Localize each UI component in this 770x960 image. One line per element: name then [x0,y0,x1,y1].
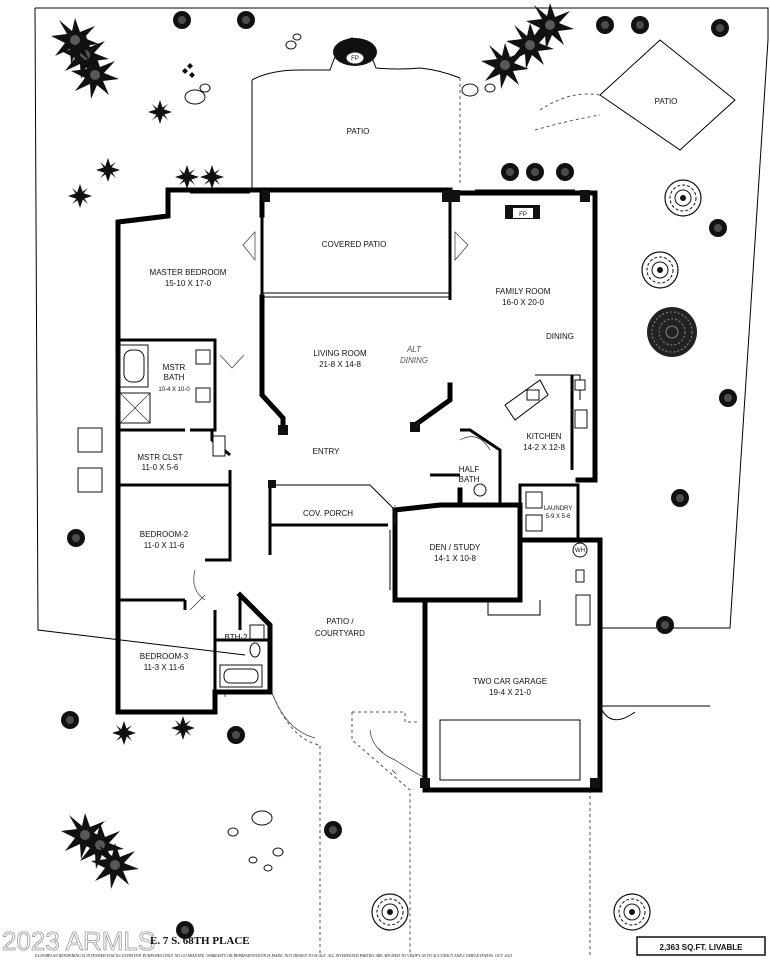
garage-dims: 19-4 X 21-0 [489,688,531,697]
indoor-fireplace-label: FP [519,212,527,218]
bedroom3-dims: 11-3 X 11-6 [144,663,185,672]
outdoor-fireplace-label: FP [351,56,359,62]
master-bedroom-name: MASTER BEDROOM [150,268,227,277]
master-closet-dims: 11-0 X 5-6 [142,463,179,472]
livable-area-badge: 2,363 SQ.FT. LIVABLE [660,943,744,952]
bedroom3-name: BEDROOM-3 [140,652,189,661]
master-closet-name: MSTR CLST [137,453,182,462]
alt-dining-line2: DINING [400,356,428,365]
master-bath-dims: 10-4 X 10-0 [158,387,190,393]
half-bath-line1: HALF [459,465,480,474]
dining-label: DINING [546,332,574,341]
entry-label: ENTRY [313,447,341,456]
family-room-name: FAMILY ROOM [496,287,551,296]
footer: 2023 ARMLS E. 7 S. 68TH PLACE FLOORPLAN … [2,926,766,959]
garage-name: TWO CAR GARAGE [473,677,547,686]
courtyard-line2: COURTYARD [315,629,365,638]
house-walls: FP [115,187,603,793]
courtyard-line1: PATIO / [326,617,354,626]
property-line [34,7,769,700]
master-bath-name2: BATH [164,373,185,382]
landscaping [51,3,737,939]
walkways [270,689,710,955]
master-bedroom-dims: 15-10 X 17-0 [165,279,212,288]
patio-label: PATIO [347,127,370,136]
armls-watermark: 2023 ARMLS [2,926,155,956]
bath2-label: BTH-2 [224,633,248,642]
cov-porch-label: COV. PORCH [303,509,353,518]
kitchen-name: KITCHEN [526,432,561,441]
laundry-name: LAUNDRY [544,506,573,512]
bedroom2-dims: 11-0 X 11-6 [144,541,185,550]
side-patio-label: PATIO [655,97,678,106]
family-room-dims: 16-0 X 20-0 [502,298,544,307]
disclaimer-text: FLOORPLAN RENDERING IS INTENDED FOR ILLU… [34,953,512,959]
laundry-dims: 5-9 X 5-6 [546,514,571,520]
living-room-name: LIVING ROOM [313,349,367,358]
side-patio: PATIO [534,39,736,151]
kitchen-dims: 14-2 X 12-8 [523,443,565,452]
covered-patio-label: COVERED PATIO [322,240,387,249]
den-study-name: DEN / STUDY [430,543,481,552]
address-label: E. 7 S. 68TH PLACE [150,935,250,947]
half-bath-line2: BATH [459,475,480,484]
bedroom2-name: BEDROOM-2 [140,530,189,539]
master-bath-name: MSTR [163,363,186,372]
alt-dining-line1: ALT [406,345,422,354]
room-labels: COVERED PATIO MASTER BEDROOM 15-10 X 17-… [137,240,585,697]
water-heater-label: WH [575,548,585,554]
living-room-dims: 21-8 X 14-8 [319,360,361,369]
den-study-dims: 14-1 X 10-8 [434,554,476,563]
rear-patio: FP PATIO [251,37,461,190]
